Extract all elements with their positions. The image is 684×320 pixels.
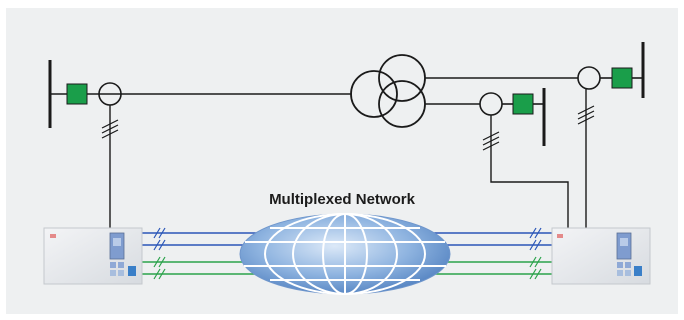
left-relay-device-icon — [43, 227, 143, 285]
right-ct-hash-icon — [577, 105, 595, 125]
middle-breaker-icon — [512, 93, 534, 115]
right-link-hash-icon — [529, 227, 542, 280]
middle-ct-lead — [490, 115, 569, 232]
right-breaker-icon — [611, 67, 633, 89]
right-current-transformer-icon — [577, 66, 601, 90]
power-transformer-icon — [350, 54, 426, 128]
left-breaker-icon — [66, 83, 88, 105]
left-ct-hash-icon — [101, 119, 119, 139]
right-relay-device-icon — [551, 227, 651, 285]
network-label: Multiplexed Network — [269, 191, 416, 208]
middle-current-transformer-icon — [479, 92, 503, 116]
middle-ct-hash-icon — [482, 131, 500, 151]
network-cloud-icon — [239, 213, 451, 295]
left-link-hash-icon — [153, 227, 166, 280]
